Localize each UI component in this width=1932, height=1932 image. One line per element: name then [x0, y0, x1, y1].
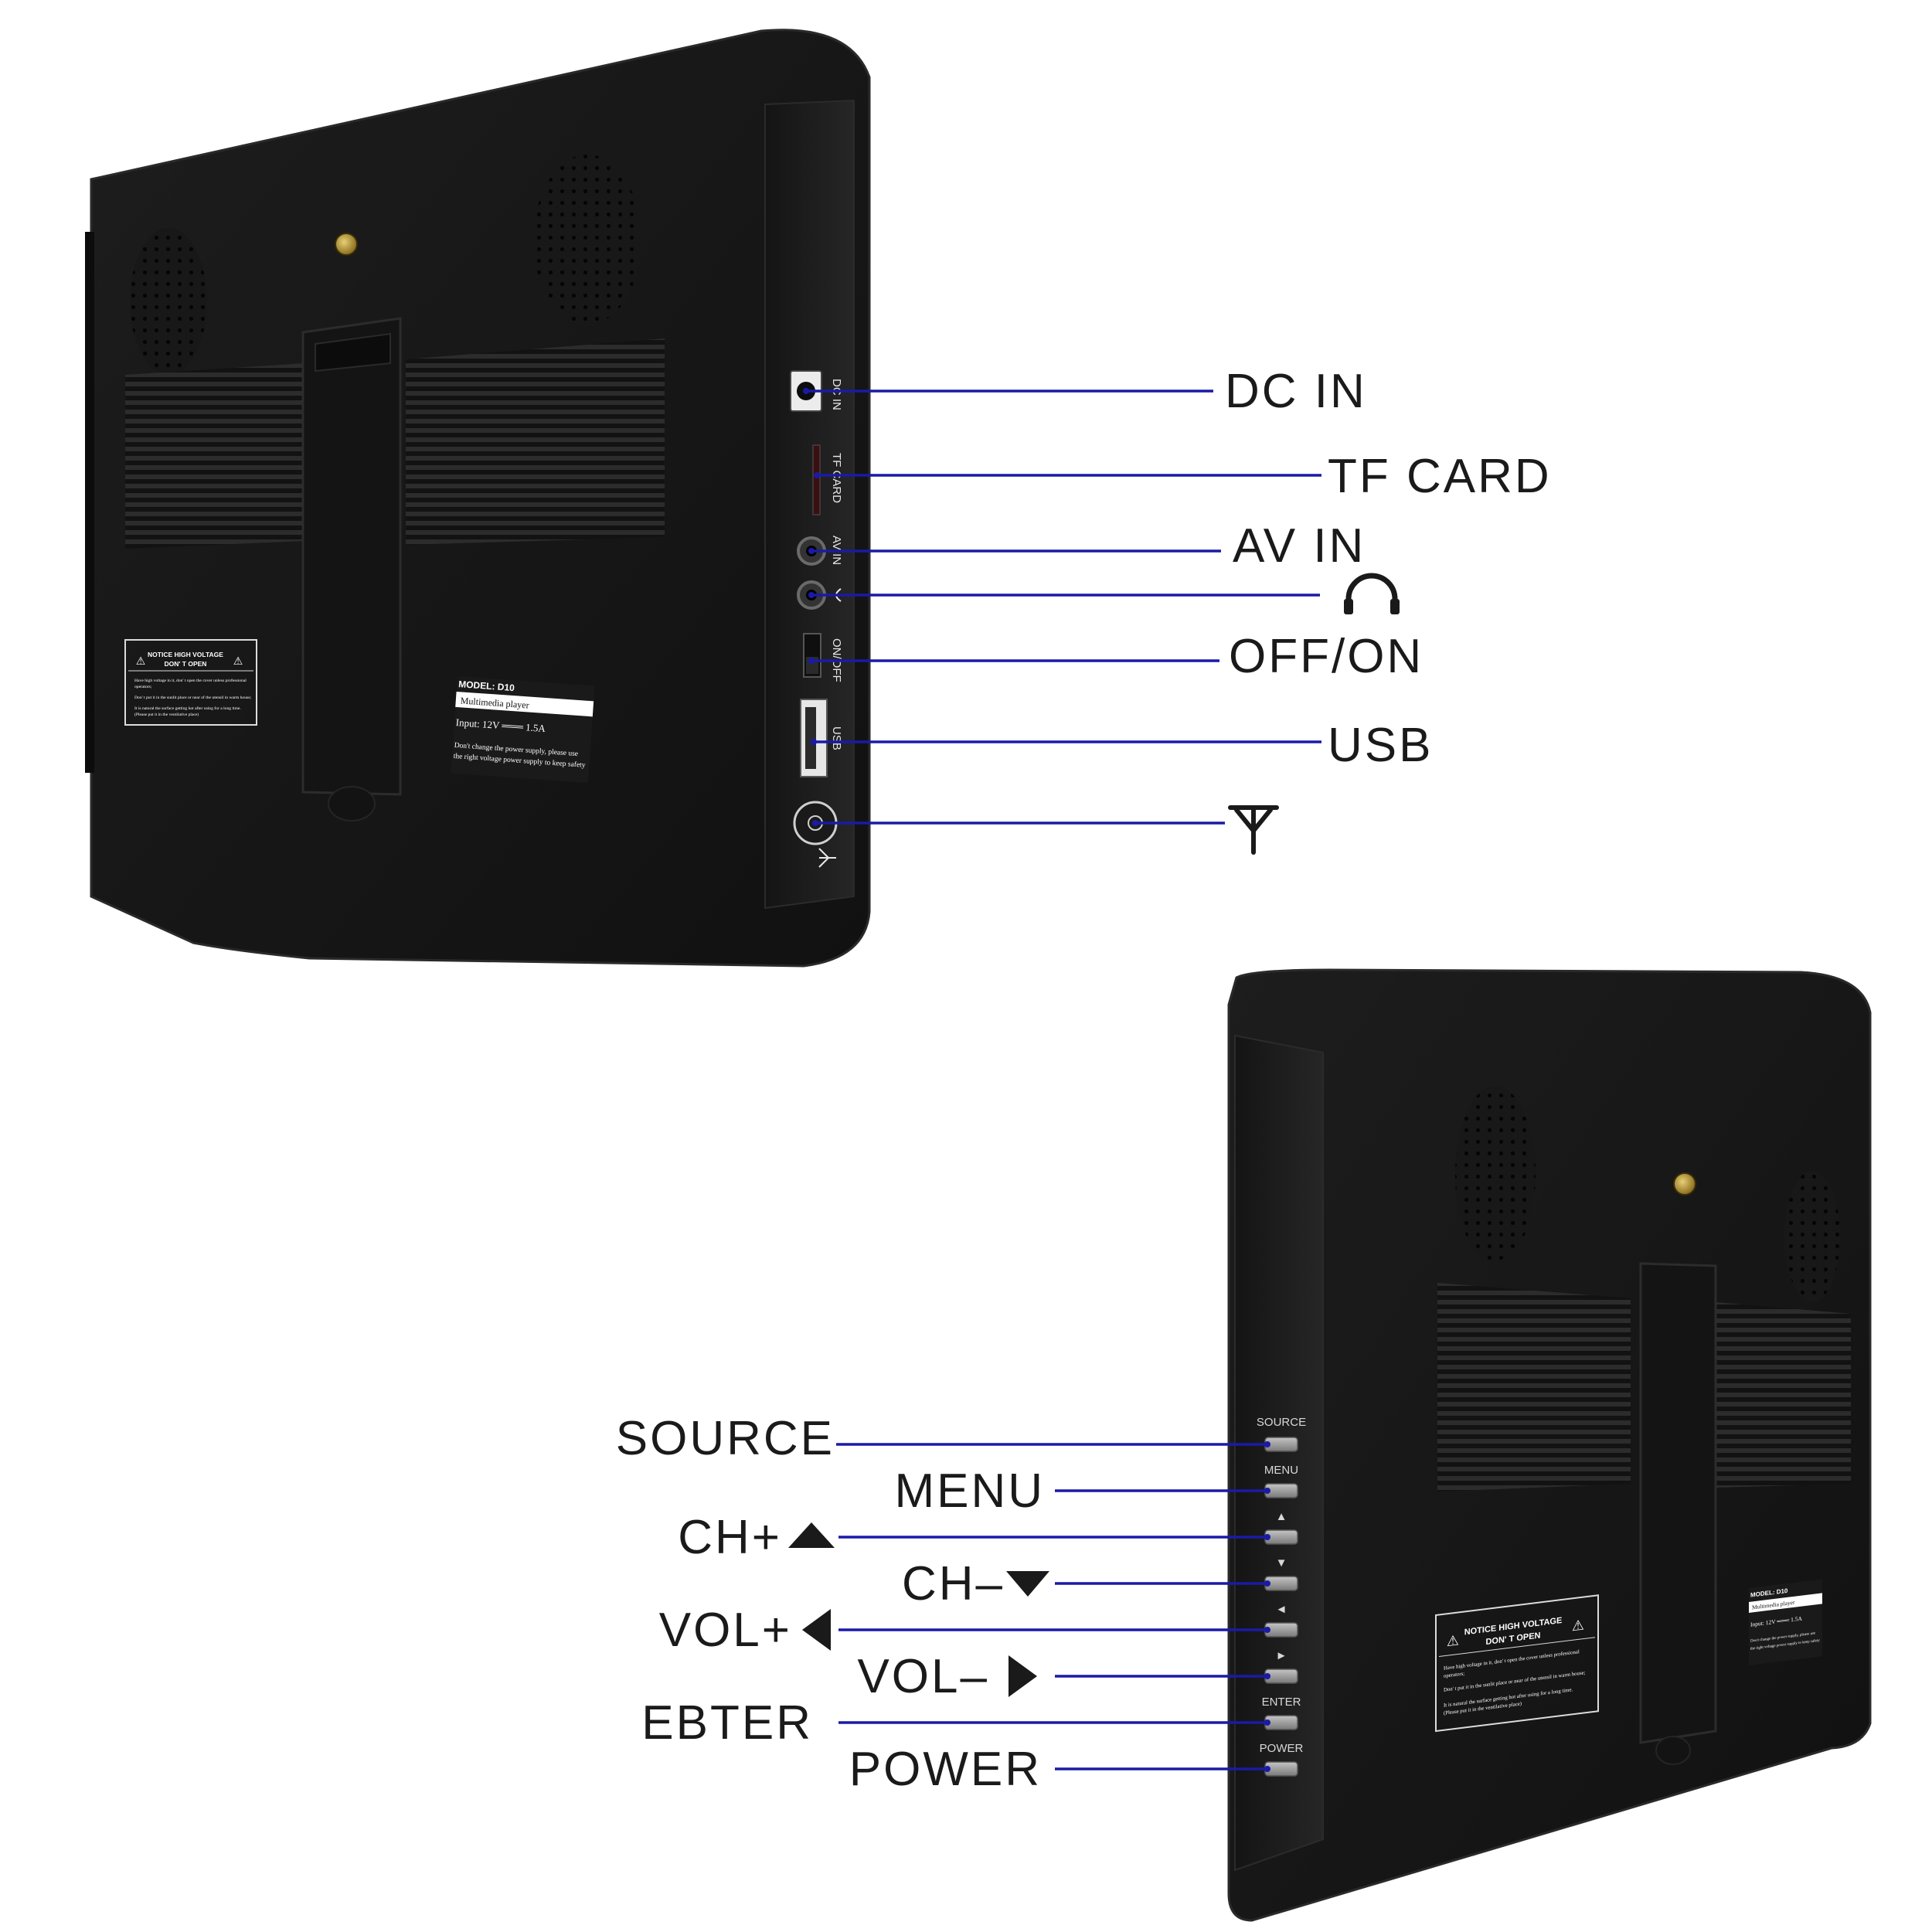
- headphone-icon: [1344, 573, 1400, 614]
- bottom-vent-right: [1716, 1302, 1851, 1488]
- ch-minus-device-label: ▼: [1276, 1556, 1287, 1570]
- top-stand: [301, 317, 402, 796]
- tf-card-leader-dot: [814, 472, 820, 478]
- enter-leader-dot: [1264, 1719, 1270, 1726]
- top-vent-right: [406, 338, 665, 545]
- menu-device-label: MENU: [1264, 1464, 1298, 1477]
- top-model-text: MODEL: D10: [458, 679, 515, 693]
- top-device: NOTICE HIGH VOLTAGE DON' T OPEN ⚠ ⚠ Have…: [85, 29, 871, 968]
- dc-in-callout: DC IN: [1225, 365, 1367, 418]
- vol-minus-callout: VOL–: [857, 1650, 989, 1703]
- vol-plus-triangle-left-icon: [802, 1609, 831, 1651]
- usb-leader-dot: [811, 739, 817, 745]
- bottom-speaker-left: [1455, 1086, 1536, 1264]
- top-model-label: MODEL: D10 Multimedia player Input: 12V …: [451, 676, 595, 784]
- source-callout: SOURCE: [616, 1412, 835, 1465]
- ch-plus-callout: CH+: [678, 1511, 782, 1564]
- bottom-vent-left: [1437, 1283, 1631, 1492]
- antenna-icon: [1228, 805, 1279, 855]
- dc-in-leader-dot: [803, 388, 809, 394]
- top-stand-latch: [315, 332, 391, 372]
- top-notice-line-2: Don' t put it in the sunlit place or nea…: [134, 695, 252, 700]
- top-warning-icon-left: ⚠: [136, 655, 146, 667]
- bottom-device-side-panel: [1234, 1034, 1324, 1872]
- vol-minus-leader-dot: [1264, 1673, 1270, 1679]
- usb-device-label: USB: [830, 726, 843, 750]
- top-device-side-panel: [764, 99, 855, 910]
- top-speaker-left: [130, 228, 207, 375]
- ch-minus-triangle-down-icon: [1006, 1571, 1049, 1597]
- bottom-mount-screw: [1673, 1172, 1696, 1196]
- bottom-stand-foot: [1655, 1736, 1691, 1765]
- top-notice-title-1: NOTICE HIGH VOLTAGE: [148, 651, 223, 658]
- vol-plus-device-label: ◄: [1276, 1603, 1287, 1616]
- av-in-callout: AV IN: [1233, 519, 1366, 573]
- tf-card-slot[interactable]: [812, 444, 821, 515]
- bottom-callouts: SOURCE MENU CH+ CH– VOL+ VOL– EBTER POWE…: [616, 1412, 1270, 1796]
- bottom-stand: [1639, 1262, 1717, 1744]
- ch-plus-device-label: ▲: [1276, 1510, 1287, 1523]
- source-device-label: SOURCE: [1257, 1416, 1306, 1429]
- menu-leader-dot: [1264, 1488, 1270, 1494]
- top-notice-line-3: It is natural the surface getting hot af…: [134, 706, 241, 711]
- dc-in-device-label: DC IN: [830, 379, 843, 410]
- bottom-warning-icon-left: ⚠: [1447, 1632, 1459, 1649]
- usb-callout: USB: [1328, 719, 1433, 772]
- headphone-leader-dot: [808, 592, 815, 598]
- menu-callout: MENU: [894, 1464, 1045, 1518]
- bottom-speaker-right: [1784, 1171, 1840, 1302]
- enter-callout: EBTER: [641, 1696, 813, 1750]
- bottom-notice-line-1b: operators;: [1444, 1671, 1464, 1679]
- antenna-device-icon: [818, 848, 836, 868]
- top-notice-title-2: DON' T OPEN: [165, 660, 207, 668]
- ch-minus-callout: CH–: [902, 1557, 1005, 1611]
- ch-plus-triangle-up-icon: [788, 1522, 835, 1548]
- enter-device-label: ENTER: [1262, 1696, 1301, 1709]
- vol-plus-callout: VOL+: [659, 1604, 792, 1657]
- ch-plus-leader-dot: [1264, 1534, 1270, 1540]
- top-callouts: DC IN TF CARD AV IN OFF/ON USB: [803, 365, 1552, 855]
- bottom-model-label: MODEL: D10 Multimedia player Input: 12V …: [1749, 1579, 1822, 1665]
- tf-card-device-label: TF CARD: [830, 453, 843, 503]
- bottom-device: NOTICE HIGH VOLTAGE DON' T OPEN ⚠ ⚠ Have…: [1227, 968, 1872, 1922]
- top-notice-line-1b: operators;: [134, 685, 152, 689]
- vol-plus-leader-dot: [1264, 1627, 1270, 1633]
- top-stand-foot: [328, 786, 376, 821]
- ch-minus-leader-dot: [1264, 1580, 1270, 1587]
- vol-minus-device-label: ►: [1276, 1649, 1287, 1662]
- power-callout: POWER: [849, 1743, 1042, 1796]
- usb-port-tongue: [805, 707, 816, 769]
- antenna-leader-dot: [812, 820, 818, 826]
- source-leader-dot: [1264, 1441, 1270, 1447]
- av-in-leader-dot: [808, 548, 815, 554]
- tf-card-callout: TF CARD: [1328, 450, 1552, 503]
- top-notice-line-1: Have high voltage in it, don' t open the…: [134, 678, 247, 683]
- top-vent-left: [125, 363, 305, 549]
- on-off-callout: OFF/ON: [1229, 630, 1423, 683]
- bottom-warning-icon-right: ⚠: [1572, 1617, 1584, 1634]
- top-notice-line-3b: (Please put it in the ventilative place): [134, 712, 199, 717]
- top-warning-icon-right: ⚠: [233, 655, 243, 667]
- power-device-label: POWER: [1260, 1742, 1304, 1755]
- top-product-text: Multimedia player: [460, 695, 529, 710]
- on-off-leader-dot: [808, 658, 815, 664]
- vol-minus-triangle-right-icon: [1009, 1655, 1037, 1697]
- top-device-left-edge: [85, 232, 94, 773]
- top-mount-screw: [335, 233, 358, 256]
- top-notice-label: NOTICE HIGH VOLTAGE DON' T OPEN ⚠ ⚠ Have…: [124, 639, 257, 726]
- top-speaker-right: [533, 155, 641, 325]
- power-leader-dot: [1264, 1766, 1270, 1772]
